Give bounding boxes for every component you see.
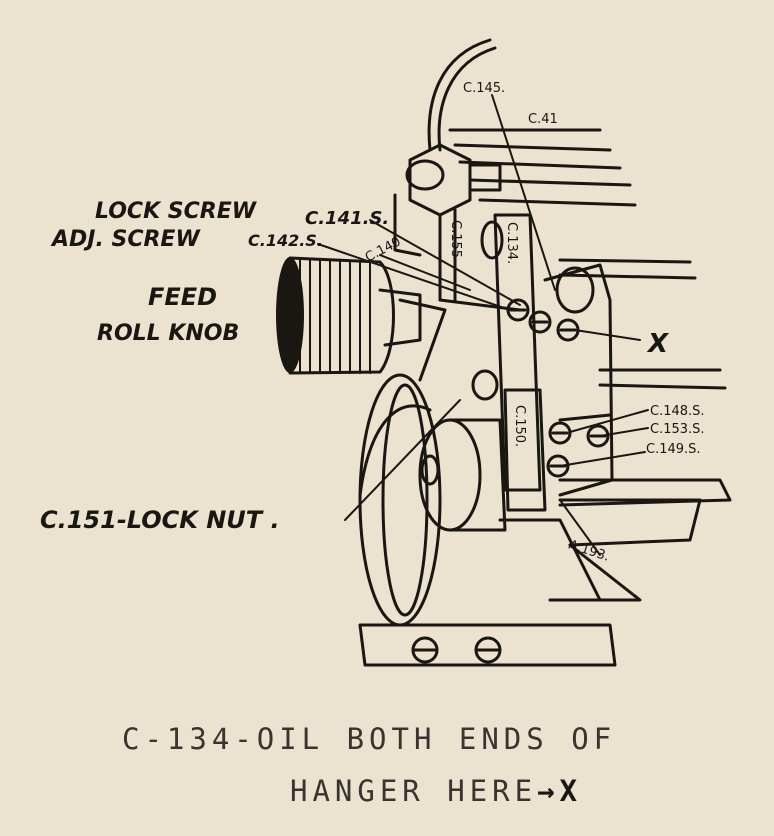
lock-nut-label: C.151-LOCK NUT . [40,506,280,534]
c148-label: C.148.S. [650,404,705,419]
roll-knob-label: ROLL KNOB [97,321,239,346]
lock-screw-label: LOCK SCREW [95,199,258,224]
hanger-c134 [480,213,542,492]
caption-hanger-text: HANGER HERE [290,774,538,808]
leader-lines [317,94,649,556]
large-wheel [358,373,442,627]
caption-line-1: C-134-OIL BOTH ENDS OF [122,722,617,756]
right-housing [543,263,732,507]
cable [427,38,497,152]
feed-roll-knob [276,256,422,375]
upper-rails [448,128,697,280]
c145-label: C.145. [463,81,505,96]
hub-cylinder [418,369,507,532]
caption-line-2: HANGER HERE→X [0,774,774,808]
adj-screw-label: ADJ. SCREW [50,227,201,252]
c41-label: C.41 [528,112,558,127]
adj-screw-part-label: C.142.S. [248,231,323,250]
caption-x: X [559,774,582,808]
lock-adj-screws [506,298,580,342]
lock-screw-part-label: C.141.S. [305,208,389,229]
c153-label: C.153.S. [650,422,705,437]
feed-label: FEED [148,283,217,311]
c150-label: C.150. [512,405,527,447]
base-plate [358,498,702,667]
caption-arrow: → [537,774,560,808]
c134-label: C.134. [504,222,519,264]
x-mark: X [646,329,670,359]
upper-bracket [393,143,502,302]
c149-label: C.149.S. [646,442,701,457]
bracket-c150 [503,388,547,512]
c155-label: C.155 [448,220,463,258]
